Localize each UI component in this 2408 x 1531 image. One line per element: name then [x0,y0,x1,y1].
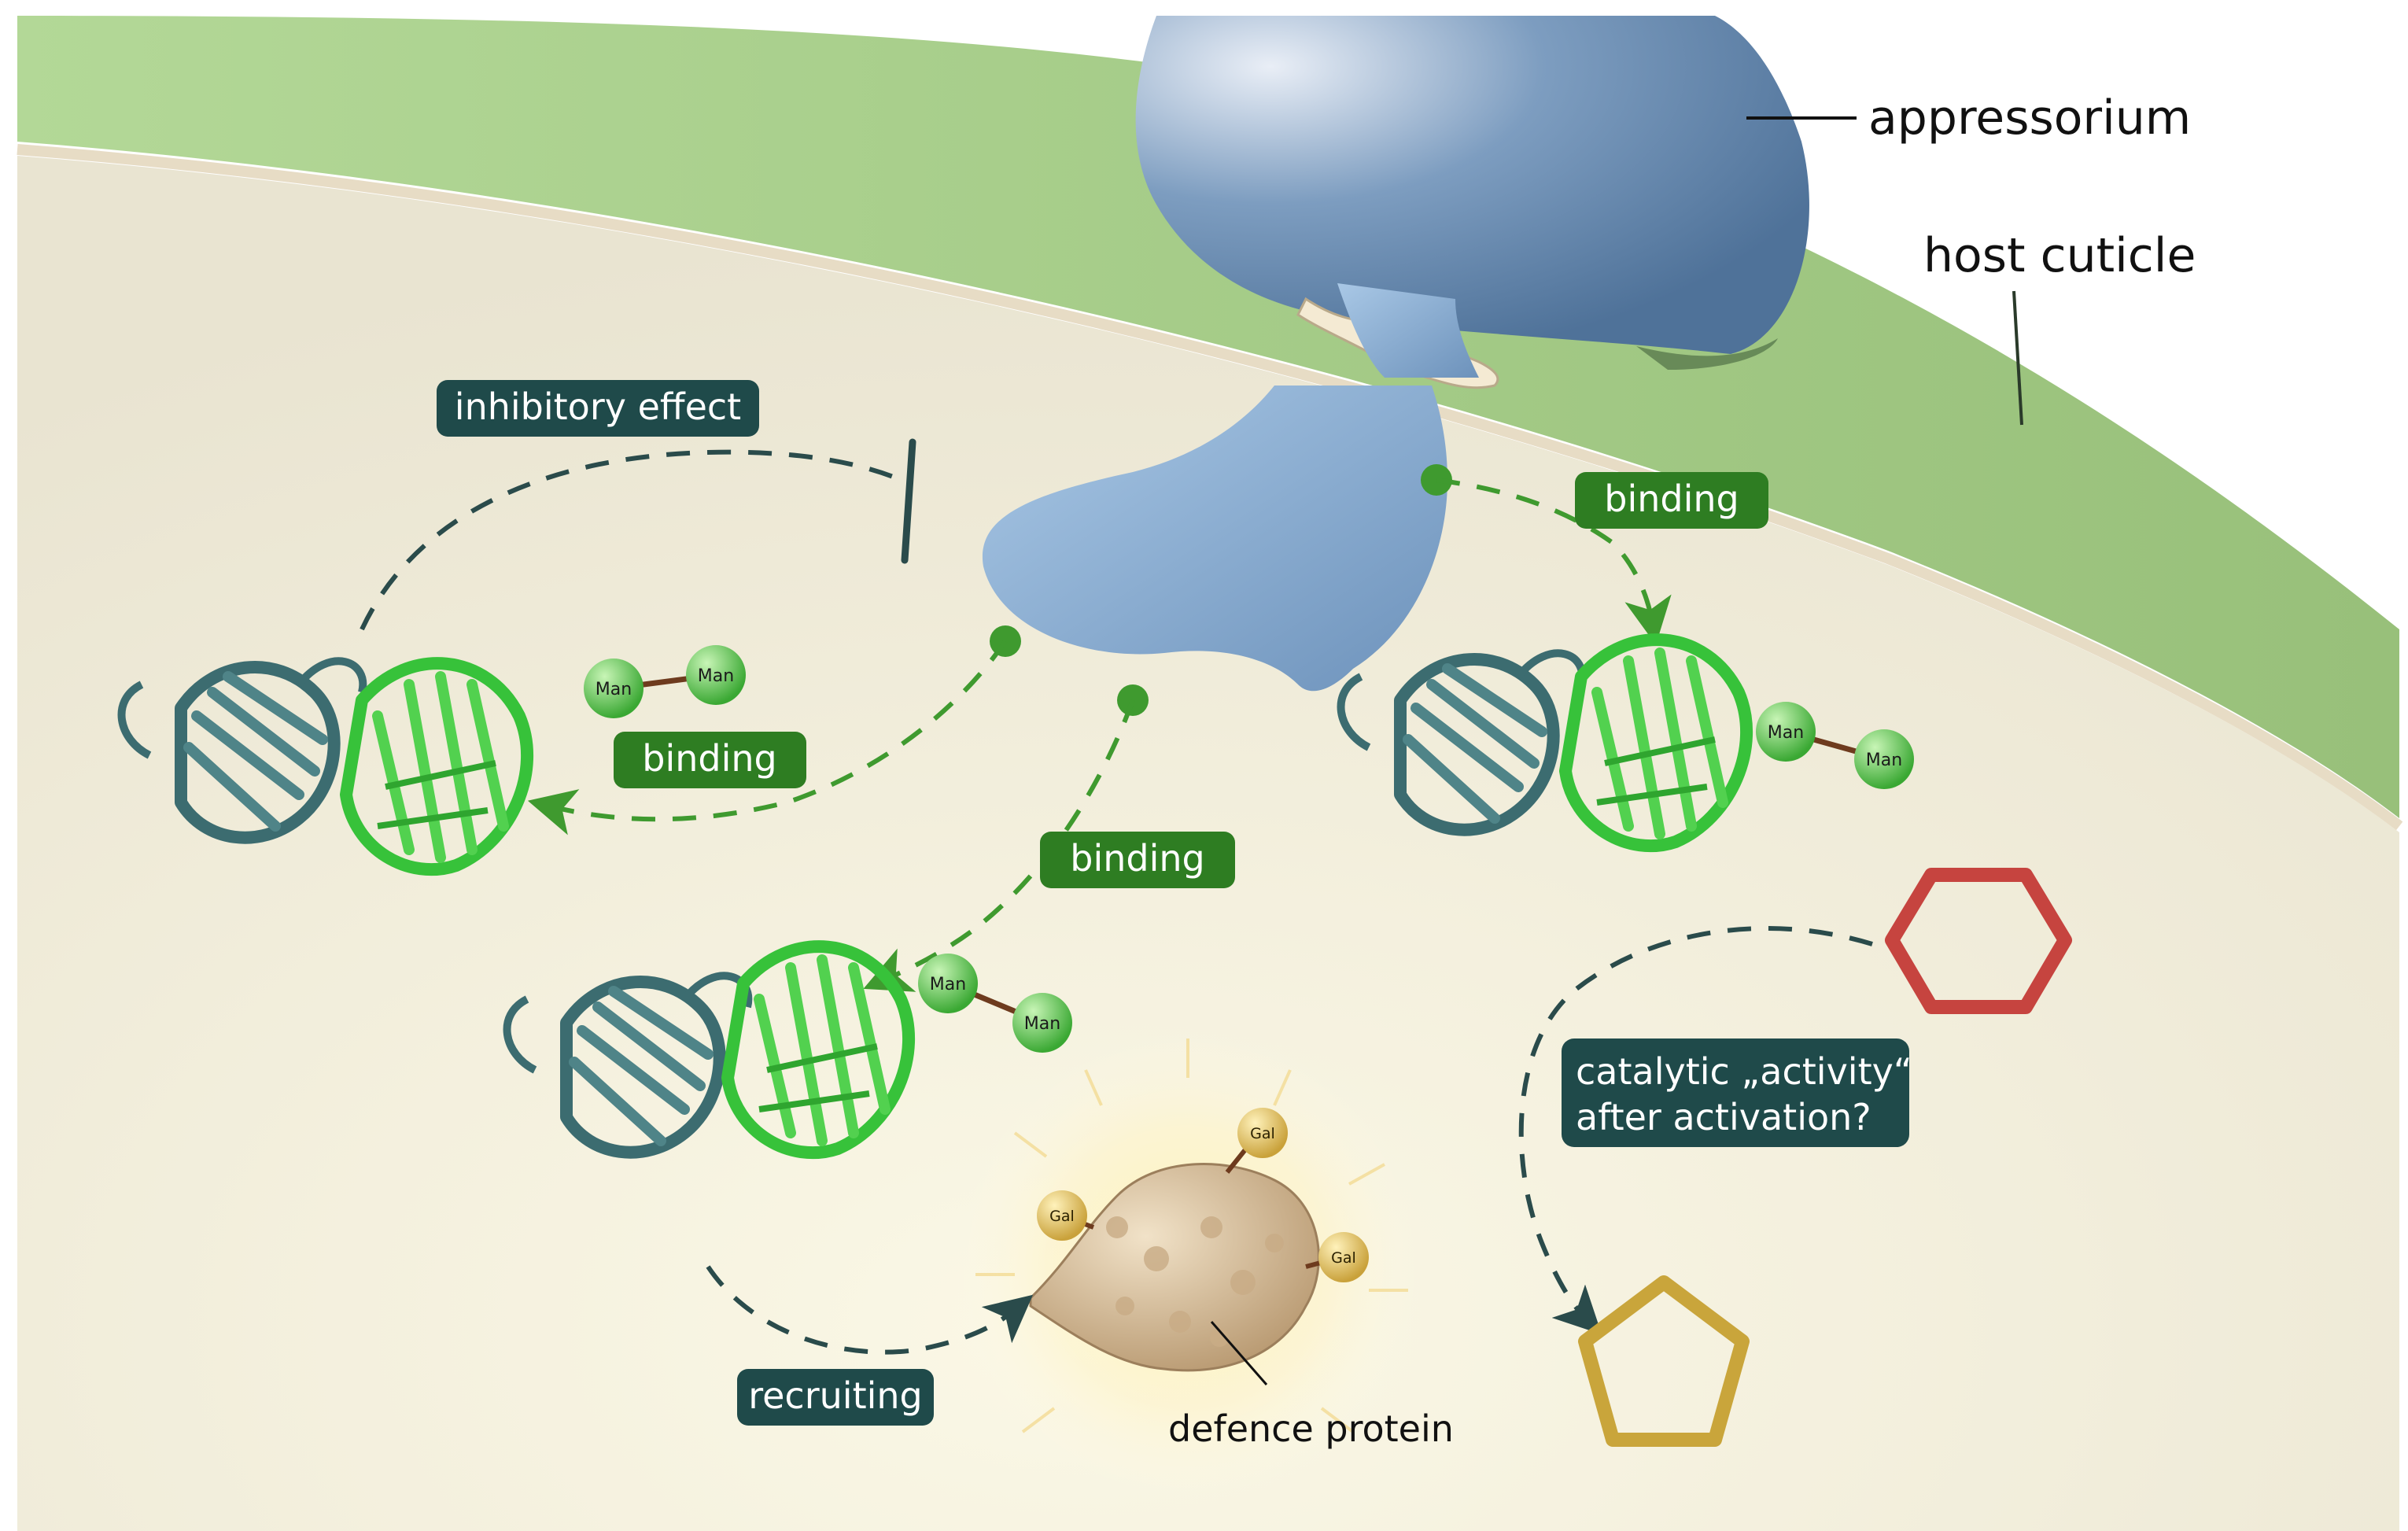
galactose-label-top: Gal [1250,1125,1275,1142]
binding-arrow-center [863,699,1135,992]
host-cuticle-band [17,16,2399,818]
catalytic-arrow [1518,926,1873,1335]
defence-protein-label: defence protein [1168,1407,1454,1450]
mannose-label-center-a: Man [930,975,966,994]
recruiting-arrow [706,1265,1034,1355]
mannose-pair-left: Man Man [584,645,746,718]
catalytic-label-line2: after activation? [1576,1096,1871,1138]
inhibitory-effect-bar [901,438,916,564]
inhibitory-effect-label: inhibitory effect [455,386,741,428]
appressorium-shadow [1636,338,1778,370]
mannose-left-b [686,645,746,705]
galactose-top: Gal [1225,1108,1288,1174]
mannose-label-right-a: Man [1768,723,1804,743]
host-cuticle-label: host cuticle [1923,228,2196,283]
binding-box-left [614,732,806,788]
binding-label-center: binding [1070,837,1204,880]
binding-label-right: binding [1604,478,1739,520]
recruiting-label: recruiting [748,1374,923,1417]
cell-membrane-line [17,144,2403,831]
defence-protein-pointer [1210,1321,1268,1385]
recruiting-box [737,1369,934,1426]
binding-box-right [1575,472,1768,529]
mannose-center-a [918,954,978,1013]
glow-rays [975,1038,1408,1433]
defence-protein [1029,1163,1320,1372]
mannose-left-a [584,659,643,718]
mannose-label-left-b: Man [698,666,734,686]
binding-arrow-right [1436,478,1672,645]
galactose-label-left: Gal [1049,1208,1075,1225]
mannose-label-right-b: Man [1866,751,1902,770]
inhibitory-effect-box [437,380,759,437]
binding-box-center [1040,832,1235,888]
mannose-label-left-a: Man [596,680,632,699]
appressorium-label: appressorium [1868,90,2191,146]
mannose-pair-center: Man Man [918,954,1072,1053]
galactose-label-right: Gal [1331,1249,1356,1267]
substrate-hexagon [1885,868,2072,1014]
mannose-center-b [1012,993,1072,1053]
galactose-left: Gal [1037,1190,1095,1241]
galactose-right: Gal [1305,1232,1369,1282]
appressorium-shape [1135,16,1809,354]
catalytic-label-line1: catalytic „activity“ [1576,1050,1912,1093]
penetration-peg [1337,283,1479,378]
mannose-right-a [1756,702,1816,762]
host-cuticle-pointer [2012,290,2023,426]
binding-label-left: binding [642,737,776,780]
product-pentagon [1578,1275,1750,1447]
infection-hypha [982,386,1447,692]
mannose-pair-right: Man Man [1756,702,1914,789]
mannose-right-b [1854,729,1914,789]
inhibitory-effect-arc [360,449,906,631]
mannose-label-center-b: Man [1024,1014,1060,1034]
catalytic-box [1562,1038,1909,1147]
